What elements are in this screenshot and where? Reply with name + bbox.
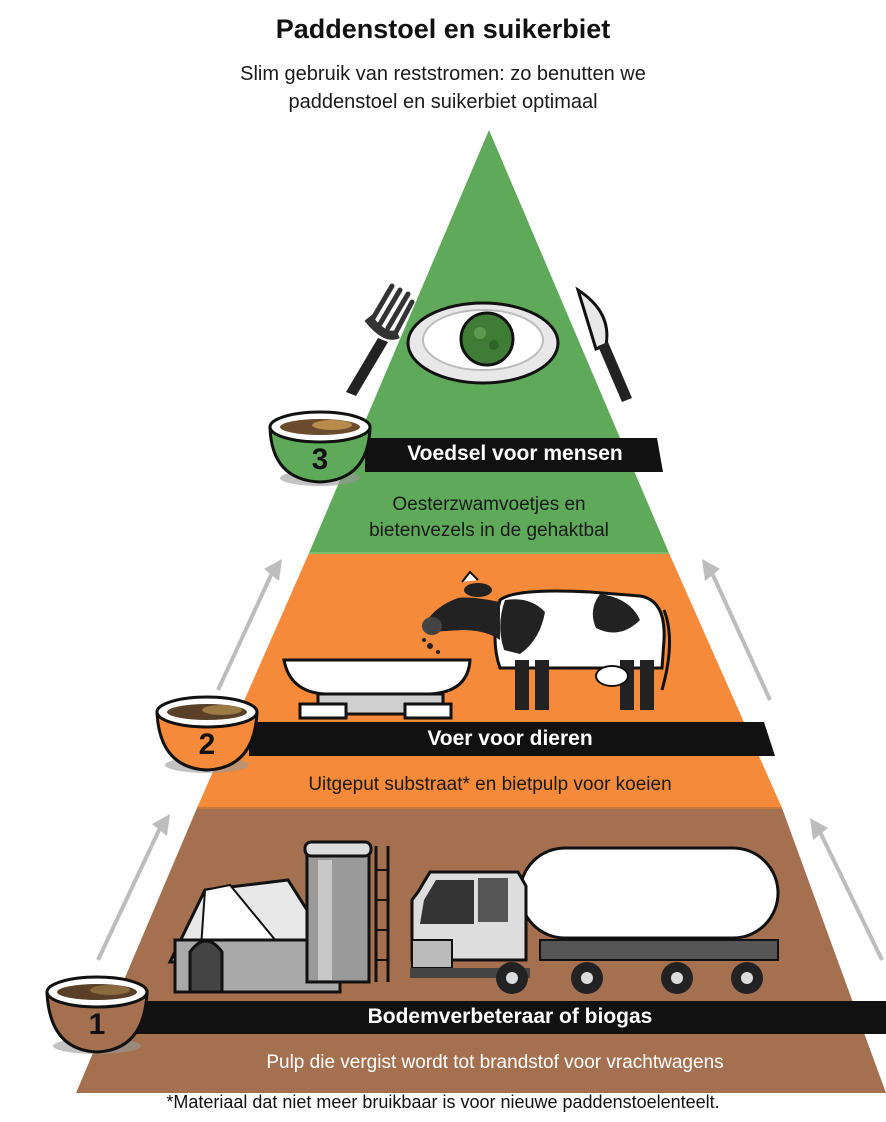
tier-3-description-line-2: bietenvezels in de gehaktbal [369,520,609,541]
meatball-icon [459,311,515,367]
tier-3-number: 3 [311,443,329,476]
fork-icon [346,283,415,396]
page-subtitle: Slim gebruik van reststromen: zo benutte… [240,63,646,113]
page-title: Paddenstoel en suikerbiet [275,14,611,44]
bowl-2-icon [155,695,259,773]
tier-1-banner [133,1001,886,1034]
tier-2-heading: Voer voor dieren [427,727,593,750]
feed-trough-icon [282,658,472,720]
arrow-left-lower [96,814,170,961]
plate-icon [406,301,560,385]
bowl-3-icon [268,410,372,486]
knife-icon [575,286,632,402]
tier-1-number: 1 [88,1008,106,1041]
tier-3-heading: Voedsel voor mensen [407,442,623,465]
arrow-right-upper [702,559,772,701]
cow-icon [422,570,671,710]
tier-1-description: Pulp die vergist wordt tot brandstof voo… [266,1052,724,1073]
bowl-1-icon [45,975,149,1054]
tanker-truck-icon [410,846,780,994]
tier-2-number: 2 [198,728,216,761]
arrow-right-lower [810,818,884,961]
footnote: *Materiaal dat niet meer bruikbaar is vo… [166,1092,720,1112]
tier-2-description: Uitgeput substraat* en bietpulp voor koe… [308,774,672,795]
silo-icon [303,840,390,984]
tier-3-banner [365,438,663,472]
tier-3-description-line-1: Oesterzwamvoetjes en [392,494,586,515]
tier-2-banner [249,722,775,756]
arrow-left-upper [216,559,282,691]
tier-1-heading: Bodemverbeteraar of biogas [367,1005,653,1028]
